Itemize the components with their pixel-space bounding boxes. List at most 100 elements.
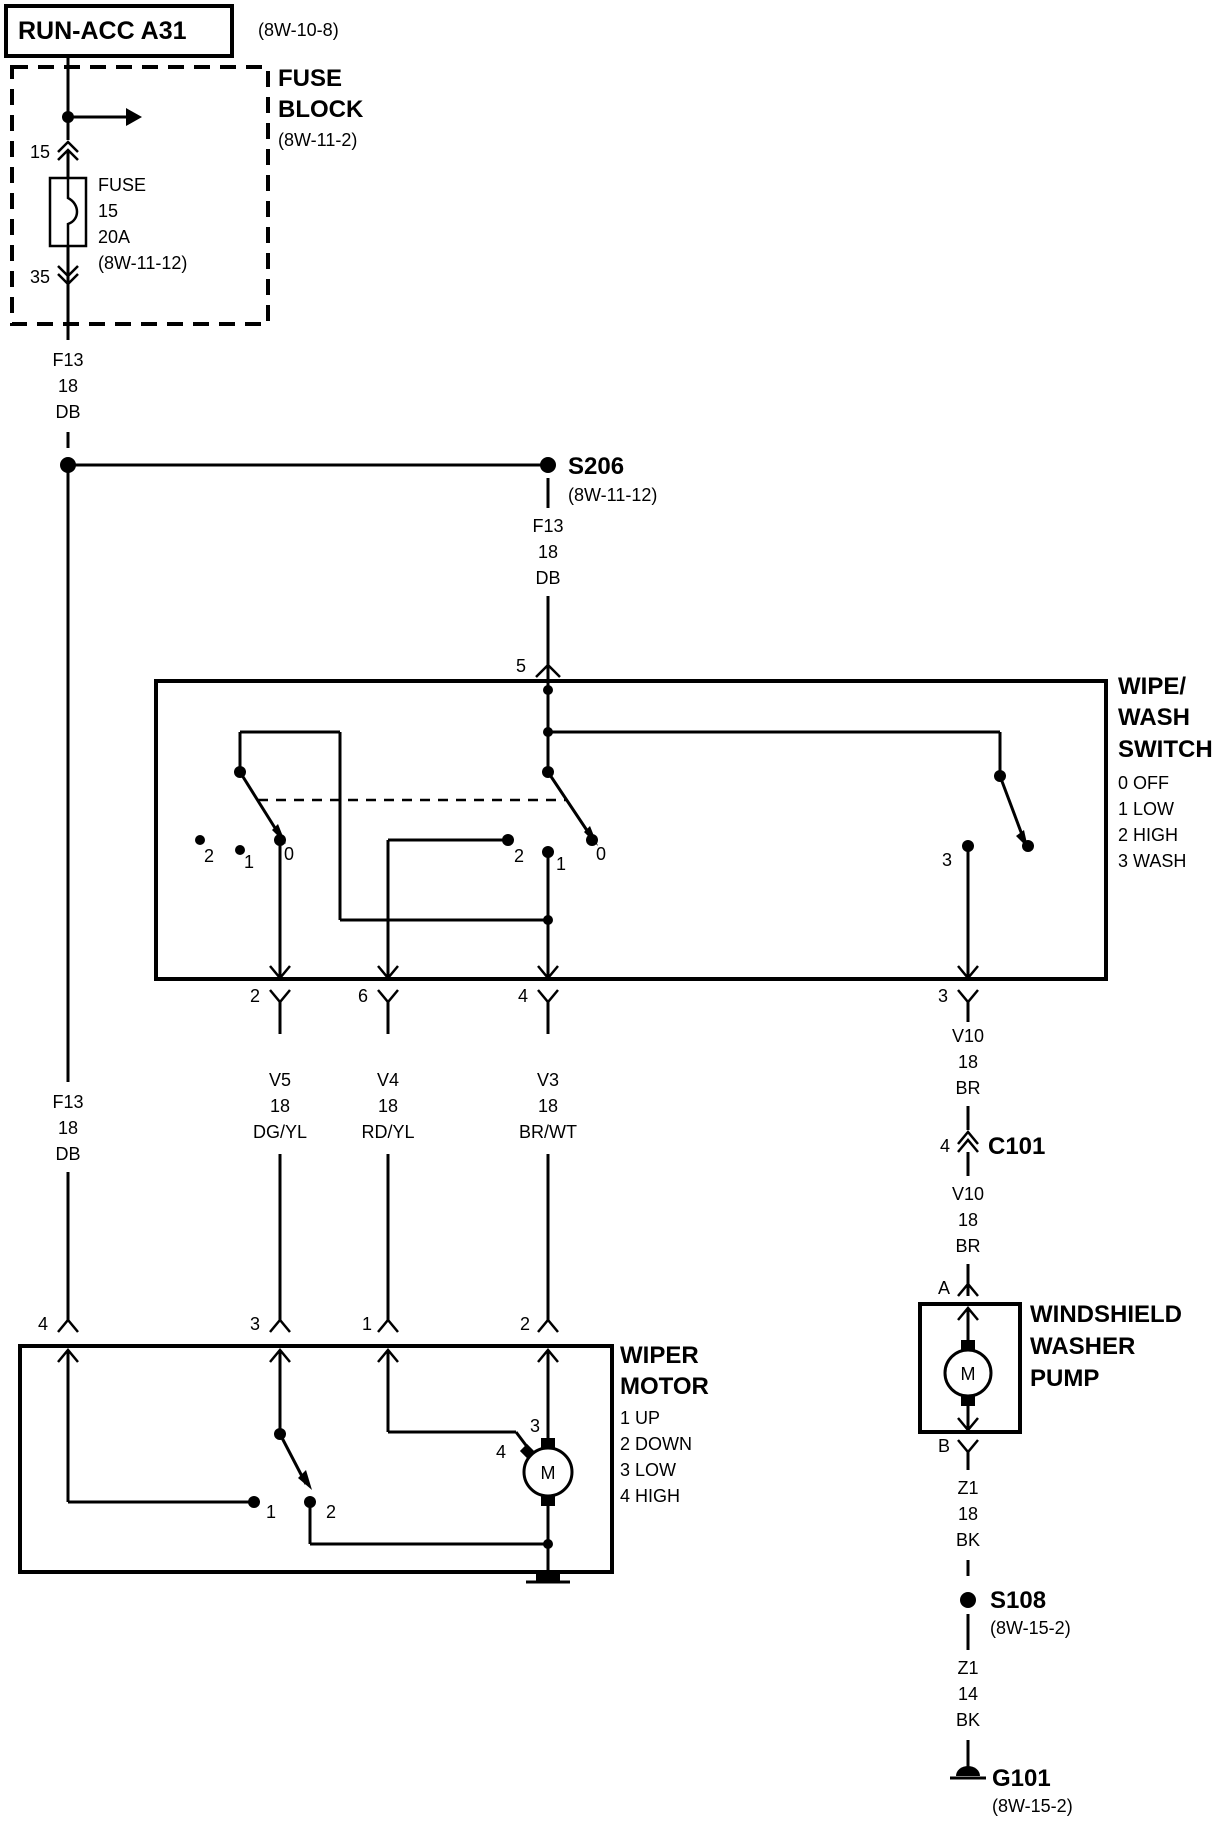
splice-s108-label: S108 (990, 1587, 1046, 1614)
c101-pin: 4 (940, 1136, 950, 1156)
wire-z1-a-gauge: 18 (958, 1504, 978, 1524)
wire-v4-circuit: V4 (377, 1070, 399, 1090)
wire-f13-left-color: DB (55, 1144, 80, 1164)
motor-pin-4: 4 (38, 1314, 48, 1334)
ground-g101-label: G101 (992, 1765, 1051, 1792)
fuse-block-title-1: FUSE (278, 65, 342, 92)
pump-pin-a: A (938, 1278, 950, 1298)
switch-pin-2: 2 (250, 986, 260, 1006)
power-source-box (4, 4, 234, 58)
switch-mode-1: 1 LOW (1118, 799, 1174, 819)
wipe-wash-switch-box (154, 679, 1108, 981)
wire-v3-circuit: V3 (537, 1070, 559, 1090)
switch-title-3: SWITCH (1118, 736, 1213, 763)
motor-pin-1: 1 (362, 1314, 372, 1334)
wiper-motor-m: M (541, 1463, 556, 1483)
switch-wash-contact: 3 (942, 850, 952, 870)
ground-g101-icon (956, 1766, 980, 1776)
wire-v5-color: DG/YL (253, 1122, 307, 1142)
motor-park-contact-1: 1 (266, 1502, 276, 1522)
pump-title-1: WINDSHIELD (1030, 1301, 1182, 1328)
wire-f13-s206-gauge: 18 (538, 542, 558, 562)
wire-f13-top-gauge: 18 (58, 376, 78, 396)
switch-mode-2: 2 HIGH (1118, 825, 1178, 845)
switch-mid-contact-0: 0 (596, 844, 606, 864)
continuation-arrow-icon (126, 108, 142, 126)
switch-mode-3: 3 WASH (1118, 851, 1186, 871)
switch-pin-top: 5 (516, 656, 526, 676)
splice-s206-label: S206 (568, 453, 624, 480)
motor-title-1: WIPER (620, 1342, 699, 1369)
splice-s206-ref: (8W-11-12) (568, 485, 657, 505)
ground-g101-ref: (8W-15-2) (992, 1796, 1073, 1816)
wire-z1-a-color: BK (956, 1530, 980, 1550)
wire-v4-color: RD/YL (361, 1122, 414, 1142)
wire-f13-left-gauge: 18 (58, 1118, 78, 1138)
switch-pin-4: 4 (518, 986, 528, 1006)
fuse-label-2: 15 (98, 201, 118, 221)
motor-mode-2: 2 DOWN (620, 1434, 692, 1454)
wiper-motor-box (18, 1344, 614, 1574)
motor-pin-2: 2 (520, 1314, 530, 1334)
motor-mode-3: 3 LOW (620, 1460, 676, 1480)
motor-brush-high: 4 (496, 1442, 506, 1462)
splice-s108-ref: (8W-15-2) (990, 1618, 1071, 1638)
wire-f13-top-circuit: F13 (52, 350, 83, 370)
fuse-pin-out: 35 (30, 267, 50, 287)
wire-v5-circuit: V5 (269, 1070, 291, 1090)
power-source-title: RUN-ACC A31 (18, 17, 187, 45)
wire-v10-b-color: BR (955, 1236, 980, 1256)
switch-mid-contact-2: 2 (514, 846, 524, 866)
wire-v10-a-gauge: 18 (958, 1052, 978, 1072)
pump-title-2: WASHER (1030, 1333, 1135, 1360)
fuse-label-1: FUSE (98, 175, 146, 195)
switch-pin-6: 6 (358, 986, 368, 1006)
washer-pump-m: M (961, 1364, 976, 1384)
switch-mid-contact-1: 1 (556, 854, 566, 874)
c101-label: C101 (988, 1133, 1045, 1160)
motor-pin-3: 3 (250, 1314, 260, 1334)
motor-mode-1: 1 UP (620, 1408, 660, 1428)
wire-v10-b-gauge: 18 (958, 1210, 978, 1230)
wire-f13-top-color: DB (55, 402, 80, 422)
motor-brush-low: 3 (530, 1416, 540, 1436)
fuse-block-outline (10, 65, 270, 326)
wire-z1-b-circuit: Z1 (957, 1658, 978, 1678)
wire-v4-gauge: 18 (378, 1096, 398, 1116)
switch-title-2: WASH (1118, 704, 1190, 731)
fuse-block-ref: (8W-11-2) (278, 130, 357, 150)
wire-v10-a-circuit: V10 (952, 1026, 984, 1046)
pump-title-3: PUMP (1030, 1365, 1099, 1392)
fuse-block-title-2: BLOCK (278, 96, 364, 123)
wire-z1-b-color: BK (956, 1710, 980, 1730)
switch-pin-3: 3 (938, 986, 948, 1006)
wire-v10-a-color: BR (955, 1078, 980, 1098)
wire-v3-gauge: 18 (538, 1096, 558, 1116)
wire-z1-b-gauge: 14 (958, 1684, 978, 1704)
fuse-label-3: 20A (98, 227, 130, 247)
wiper-motor-ground-icon (536, 1574, 560, 1582)
wire-f13-s206-color: DB (535, 568, 560, 588)
switch-left-contact-1: 1 (244, 852, 254, 872)
power-source-ref: (8W-10-8) (258, 20, 339, 40)
switch-left-contact-2: 2 (204, 846, 214, 866)
splice-s108-dot (960, 1592, 976, 1608)
switch-title-1: WIPE/ (1118, 673, 1186, 700)
motor-title-2: MOTOR (620, 1373, 709, 1400)
wire-v3-color: BR/WT (519, 1122, 577, 1142)
wire-f13-left-circuit: F13 (52, 1092, 83, 1112)
wire-v5-gauge: 18 (270, 1096, 290, 1116)
wire-v10-b-circuit: V10 (952, 1184, 984, 1204)
motor-mode-4: 4 HIGH (620, 1486, 680, 1506)
splice-s206-dot (540, 457, 556, 473)
motor-park-contact-2: 2 (326, 1502, 336, 1522)
fuse-ref: (8W-11-12) (98, 253, 187, 273)
wire-f13-s206-circuit: F13 (532, 516, 563, 536)
switch-left-contact-0: 0 (284, 844, 294, 864)
fuse-pin-in: 15 (30, 142, 50, 162)
washer-pump-box (918, 1302, 1022, 1434)
wire-z1-a-circuit: Z1 (957, 1478, 978, 1498)
switch-mode-0: 0 OFF (1118, 773, 1169, 793)
pump-pin-b: B (938, 1436, 950, 1456)
